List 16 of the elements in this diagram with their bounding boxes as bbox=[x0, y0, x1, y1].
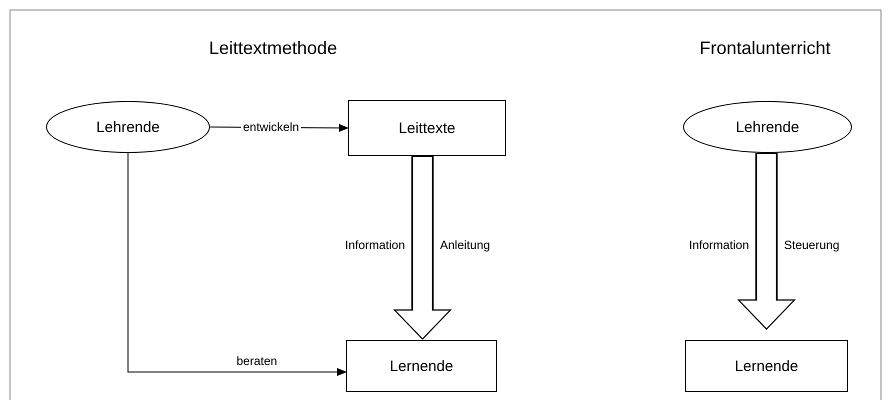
side-label: Information bbox=[345, 238, 406, 252]
heading: Leittextmethode bbox=[209, 38, 338, 58]
side-label: Steuerung bbox=[784, 238, 840, 252]
side-label: Information bbox=[689, 238, 750, 252]
ellipse-node: Lehrende bbox=[683, 101, 852, 153]
rectangle-node: Lernende bbox=[685, 340, 848, 392]
rectangle-node: Leittexte bbox=[348, 100, 506, 156]
block-arrow bbox=[738, 153, 796, 330]
rectangle-node: Lernende bbox=[346, 340, 497, 392]
edge-label: entwickeln bbox=[241, 120, 302, 134]
block-arrow bbox=[394, 156, 452, 340]
heading: Frontalunterricht bbox=[700, 38, 831, 58]
arrow bbox=[128, 152, 347, 376]
edge-label: beraten bbox=[234, 354, 280, 368]
ellipse-node: Lehrende bbox=[46, 101, 210, 153]
side-label: Anleitung bbox=[440, 238, 490, 252]
